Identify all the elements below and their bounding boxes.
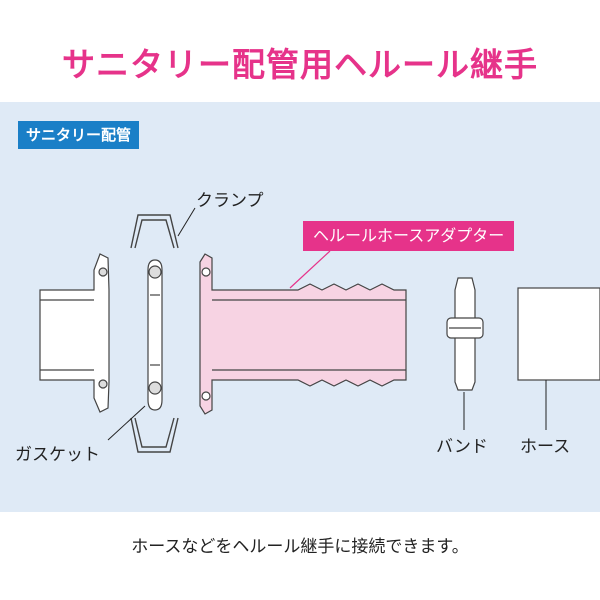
section-badge: サニタリー配管	[18, 121, 140, 149]
leader-lines	[107, 207, 547, 441]
adapter-leader-line	[289, 250, 331, 289]
adapter-label: ヘルールホースアダプター	[303, 221, 515, 251]
caption: ホースなどをヘルール継手に接続できます。	[131, 537, 469, 557]
hose-adapter	[199, 253, 407, 415]
clamp-label: クランプ	[196, 191, 264, 211]
page-title: サニタリー配管用ヘルール継手	[62, 45, 538, 84]
hose	[517, 287, 600, 381]
band	[446, 277, 484, 391]
gasket-label: ガスケット	[15, 445, 100, 465]
ferrule-pipe	[39, 253, 110, 413]
hose-label: ホース	[520, 437, 571, 457]
band-label: バンド	[436, 437, 488, 457]
gasket	[147, 259, 163, 411]
clamp	[130, 214, 179, 453]
